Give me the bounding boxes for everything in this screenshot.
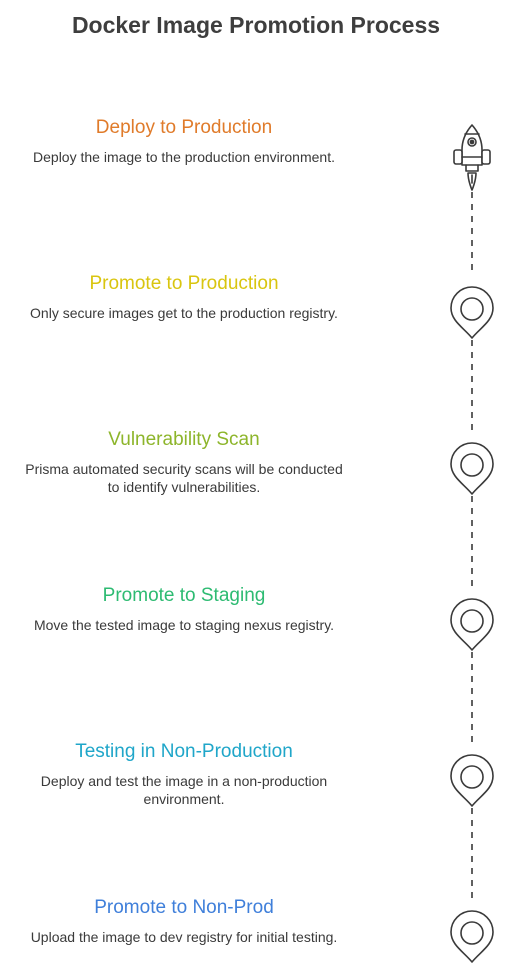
step-title: Vulnerability Scan [108,429,260,450]
step-description: Deploy and test the image in a non-produ… [40,773,328,807]
page-title: Docker Image Promotion Process [71,12,441,38]
step-description: Only secure images get to the production… [30,305,338,321]
location-pin-icon [450,442,494,495]
step-description: Upload the image to dev registry for ini… [30,929,338,945]
step-title: Deploy to Production [95,117,273,138]
step-description: Prisma automated security scans will be … [25,461,343,495]
location-pin-icon [450,754,494,807]
step-title: Testing in Non-Production [75,741,293,762]
step-description: Move the tested image to staging nexus r… [33,617,335,633]
step-promote-to-production: Promote to Production Only secure images… [0,272,368,322]
step-title: Promote to Non-Prod [94,897,274,918]
step-title: Promote to Production [89,273,279,294]
location-pin-icon [450,910,494,963]
step-promote-to-non-prod: Promote to Non-Prod Upload the image to … [0,896,368,946]
step-promote-to-staging: Promote to Staging Move the tested image… [0,584,368,634]
step-description: Deploy the image to the production envir… [33,149,335,165]
step-vulnerability-scan: Vulnerability Scan Prisma automated secu… [0,428,368,496]
step-testing-in-non-production: Testing in Non-Production Deploy and tes… [0,740,368,808]
step-title: Promote to Staging [102,585,266,606]
step-deploy-to-production: Deploy to Production Deploy the image to… [0,116,368,166]
rocket-icon [453,124,491,191]
location-pin-icon [450,598,494,651]
location-pin-icon [450,286,494,339]
